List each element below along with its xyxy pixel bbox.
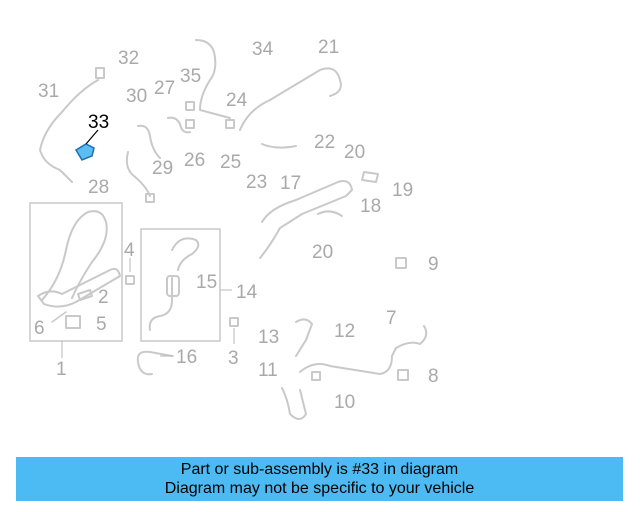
hose-12-13 <box>295 318 313 357</box>
hose-27 <box>167 116 191 134</box>
upper-radiator-hose <box>41 210 108 301</box>
callout-15: 15 <box>196 272 217 293</box>
callout-9: 9 <box>428 254 439 275</box>
callout-14: 14 <box>236 282 258 303</box>
connector-15 <box>166 275 180 297</box>
hose-clamp-2 <box>77 289 93 301</box>
callout-32: 32 <box>118 48 139 69</box>
callout-8: 8 <box>428 366 439 387</box>
callout-20-top: 20 <box>344 142 365 163</box>
hose-28-29 <box>125 151 151 197</box>
callout-11: 11 <box>258 360 278 381</box>
hose-group-box-14 <box>140 228 221 342</box>
hose-30 <box>137 124 161 159</box>
callout-1: 1 <box>56 359 67 380</box>
heater-pipe-14 <box>148 277 173 331</box>
leader-33 <box>85 129 99 145</box>
clamp-32 <box>95 67 105 79</box>
callout-27: 27 <box>154 78 175 99</box>
callout-26: 26 <box>184 150 205 171</box>
gasket-6 <box>51 311 67 323</box>
callout-29: 29 <box>152 158 173 179</box>
callout-34: 34 <box>252 39 274 60</box>
callout-3: 3 <box>228 348 239 369</box>
clamp-35 <box>185 101 195 111</box>
callout-31: 31 <box>38 81 59 102</box>
callout-7: 7 <box>386 308 397 329</box>
callout-13: 13 <box>258 327 279 348</box>
callout-19: 19 <box>392 180 413 201</box>
banner-line-part: Part or sub-assembly is #33 in diagram <box>180 461 459 478</box>
callout-33: 33 <box>88 112 109 133</box>
clip-3 <box>229 317 239 327</box>
callout-18: 18 <box>360 196 381 217</box>
hose-11 <box>281 387 307 420</box>
clamp-10 <box>311 371 321 381</box>
hose-7 <box>299 325 428 375</box>
callout-23: 23 <box>246 172 267 193</box>
hose-21-22 <box>239 67 342 131</box>
hose-31 <box>39 79 99 183</box>
banner-line-disclaimer: Diagram may not be specific to your vehi… <box>164 480 475 497</box>
callout-35: 35 <box>180 66 201 87</box>
clip-4 <box>125 275 135 285</box>
clamp-29 <box>145 193 155 203</box>
pipe-17 <box>259 180 353 259</box>
callout-21: 21 <box>318 37 339 58</box>
hose-34 <box>195 39 231 119</box>
callout-6: 6 <box>34 318 45 339</box>
callout-17: 17 <box>280 173 301 194</box>
callout-16: 16 <box>176 347 197 368</box>
callout-10: 10 <box>334 392 355 413</box>
thermostat-housing-5 <box>65 315 81 329</box>
callout-22: 22 <box>314 132 335 153</box>
part-33-highlighted <box>74 143 95 161</box>
callout-30: 30 <box>126 86 147 107</box>
hose-22 <box>261 143 297 149</box>
callout-25: 25 <box>220 152 241 173</box>
parts-diagram: 1 2 3 4 5 6 7 8 9 10 11 12 13 14 15 16 1… <box>29 37 439 420</box>
callout-20-bottom: 20 <box>312 242 333 263</box>
callout-5: 5 <box>96 314 107 335</box>
callout-12: 12 <box>334 321 355 342</box>
clip-19 <box>361 171 379 183</box>
callout-28: 28 <box>88 177 109 198</box>
lower-radiator-hose <box>37 267 121 308</box>
part-info-banner: Part or sub-assembly is #33 in diagram D… <box>16 457 623 501</box>
clamp-8 <box>397 369 409 381</box>
clamp-9 <box>395 257 407 269</box>
hose-group-box-1 <box>29 202 123 342</box>
clamp-25-26 <box>185 119 235 129</box>
callout-2: 2 <box>98 287 109 308</box>
hose-20 <box>317 210 343 217</box>
hose-16 <box>136 350 173 376</box>
bypass-hose <box>171 237 200 271</box>
callout-4: 4 <box>124 240 135 261</box>
callout-24: 24 <box>226 90 248 111</box>
